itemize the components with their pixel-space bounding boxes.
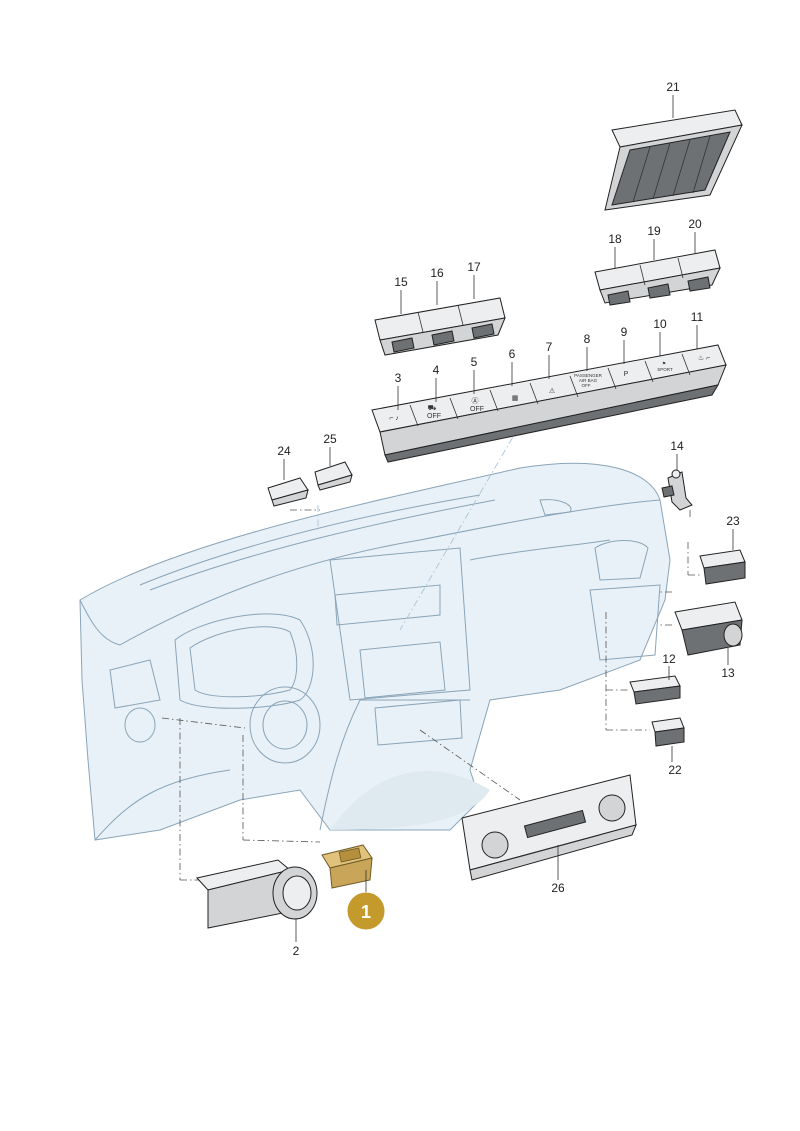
- callout-23: 23: [726, 514, 740, 528]
- switch-12[interactable]: [629, 675, 681, 705]
- climate-control-26[interactable]: [461, 774, 637, 881]
- callout-17: 17: [467, 260, 481, 274]
- switch-4-label: OFF: [427, 413, 441, 420]
- switch-16[interactable]: [431, 330, 455, 346]
- switch-10-label: SPORT: [657, 367, 673, 372]
- switch-18[interactable]: [607, 290, 631, 306]
- svg-text:OFF: OFF: [582, 383, 591, 388]
- cap-25[interactable]: [314, 461, 353, 491]
- callout-25: 25: [323, 432, 337, 446]
- callout-20: 20: [688, 217, 702, 231]
- leader-lines: [161, 424, 700, 881]
- callout-10: 10: [653, 317, 667, 331]
- switch-blank-group-15-17: [374, 297, 506, 356]
- cap-24[interactable]: [267, 477, 309, 507]
- switch-7[interactable]: ⚠: [549, 387, 555, 395]
- switch-9-label: P: [624, 371, 629, 378]
- part-1-highlighted-switch[interactable]: [321, 844, 373, 889]
- callout-15: 15: [394, 275, 408, 289]
- switch-11[interactable]: ♨ ⌐: [698, 354, 710, 362]
- svg-text:⚑: ⚑: [662, 361, 666, 366]
- svg-text:Ⓐ: Ⓐ: [472, 397, 479, 405]
- svg-text:AIR BAG: AIR BAG: [579, 378, 598, 383]
- switch-22[interactable]: [651, 717, 685, 747]
- callout-14: 14: [670, 439, 684, 453]
- switch-17[interactable]: [471, 323, 495, 339]
- highlight-badge-number: 1: [361, 902, 371, 922]
- callout-7: 7: [546, 340, 553, 354]
- switch-5[interactable]: Ⓐ OFF: [470, 397, 484, 413]
- display: [523, 809, 587, 839]
- callout-12: 12: [662, 652, 676, 666]
- svg-text:♨ ⌐: ♨ ⌐: [698, 354, 710, 362]
- light-switch-2[interactable]: [196, 859, 318, 929]
- switch-6[interactable]: ▦: [512, 395, 519, 402]
- callout-11: 11: [691, 310, 704, 324]
- callout-6: 6: [509, 347, 516, 361]
- callout-26: 26: [551, 881, 565, 895]
- svg-text:⛟: ⛟: [428, 405, 437, 412]
- left-knob[interactable]: [481, 831, 509, 859]
- switch-3[interactable]: ⌐ ♪: [389, 415, 399, 422]
- sensor-14[interactable]: [661, 469, 693, 511]
- svg-text:PASSENGER: PASSENGER: [574, 373, 602, 378]
- svg-text:▦: ▦: [512, 395, 519, 402]
- dashboard: [79, 462, 671, 841]
- highlight-badge-1[interactable]: 1: [346, 891, 386, 931]
- callout-18: 18: [608, 232, 622, 246]
- callout-19: 19: [647, 224, 661, 238]
- callout-4: 4: [433, 363, 440, 377]
- switch-8[interactable]: PASSENGER AIR BAG OFF: [574, 373, 602, 388]
- switch-4[interactable]: ⛟ OFF: [427, 405, 441, 420]
- callout-21: 21: [666, 80, 680, 94]
- switch-10[interactable]: ⚑ SPORT: [657, 361, 673, 372]
- callout-16: 16: [430, 266, 444, 280]
- control-13[interactable]: [674, 601, 743, 656]
- callout-2: 2: [293, 944, 300, 958]
- callout-24: 24: [277, 444, 291, 458]
- hazard-icon: ⚠: [549, 387, 555, 395]
- switch-blank-group-18-20: [594, 249, 721, 306]
- switch-9[interactable]: P: [624, 371, 629, 378]
- callout-9: 9: [621, 325, 628, 339]
- callout-13: 13: [721, 666, 735, 680]
- callout-8: 8: [584, 332, 591, 346]
- switch-strip-3-11: ⌐ ♪ ⛟ OFF Ⓐ OFF ▦ ⚠ PASSENGER AIR BAG OF…: [371, 344, 727, 463]
- switch-23[interactable]: [699, 549, 746, 585]
- switch-5-label: OFF: [470, 406, 484, 413]
- right-knob[interactable]: [598, 794, 626, 822]
- callouts: 2 3 4 5 6 7 8 9 10 11 12 13 14 15 16 17 …: [277, 80, 740, 958]
- svg-text:⌐ ♪: ⌐ ♪: [389, 415, 399, 422]
- callout-5: 5: [471, 355, 478, 369]
- callout-3: 3: [395, 371, 402, 385]
- part-21-trim-strip[interactable]: [604, 109, 743, 211]
- switch-20[interactable]: [687, 276, 711, 292]
- switch-15[interactable]: [391, 337, 415, 353]
- callout-22: 22: [668, 763, 682, 777]
- switch-19[interactable]: [647, 283, 671, 299]
